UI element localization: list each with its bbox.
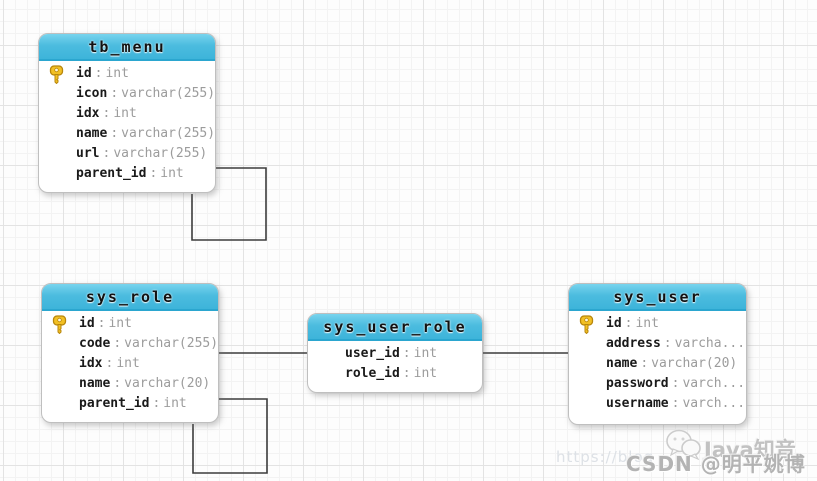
field-sys_user-id[interactable]: id:int bbox=[569, 314, 746, 335]
field-tb_menu-parent_id[interactable]: parent_id:int bbox=[39, 164, 215, 184]
entity-title: sys_user bbox=[613, 287, 702, 306]
field-sys_user-name[interactable]: name:varchar(20) bbox=[569, 354, 746, 374]
field-name: user_id bbox=[345, 346, 400, 361]
field-type: varchar(255) bbox=[121, 86, 216, 101]
field-tb_menu-idx[interactable]: idx:int bbox=[39, 104, 215, 124]
field-sys_user_role-user_id[interactable]: user_id:int bbox=[308, 344, 482, 364]
field-colon: : bbox=[110, 86, 119, 101]
field-name: code bbox=[79, 336, 111, 351]
field-type: int bbox=[413, 346, 438, 361]
field-name: parent_id bbox=[76, 166, 147, 181]
primary-key-icon bbox=[579, 315, 594, 335]
field-type: varchar(255) bbox=[124, 336, 219, 351]
entity-header[interactable]: sys_user bbox=[569, 284, 746, 311]
field-type: int bbox=[163, 396, 187, 411]
field-colon: : bbox=[671, 376, 680, 391]
field-sys_role-code[interactable]: code:varchar(255) bbox=[42, 334, 218, 354]
field-colon: : bbox=[402, 346, 411, 361]
watermark-url: https://blog bbox=[556, 448, 655, 466]
field-type: int bbox=[113, 106, 137, 121]
field-sys_role-name[interactable]: name:varchar(20) bbox=[42, 374, 218, 394]
wechat-icon bbox=[666, 429, 701, 460]
connector-sys_role-self-reference bbox=[192, 398, 268, 474]
field-sys_user-address[interactable]: address:varcha... bbox=[569, 334, 746, 354]
entity-header[interactable]: sys_role bbox=[42, 284, 218, 311]
field-type: varch... bbox=[682, 396, 746, 411]
entity-title: tb_menu bbox=[88, 37, 166, 56]
field-colon: : bbox=[110, 126, 119, 141]
field-colon: : bbox=[152, 396, 161, 411]
field-sys_user-username[interactable]: username:varch... bbox=[569, 394, 746, 414]
entity-header[interactable]: sys_user_role bbox=[308, 314, 482, 341]
field-name: address bbox=[606, 336, 661, 351]
field-type: varch... bbox=[682, 376, 746, 391]
field-type: int bbox=[108, 316, 132, 331]
field-colon: : bbox=[149, 166, 158, 181]
field-sys_role-id[interactable]: id:int bbox=[42, 314, 218, 335]
field-name: username bbox=[606, 396, 669, 411]
field-type: int bbox=[413, 366, 438, 381]
field-tb_menu-name[interactable]: name:varchar(255) bbox=[39, 124, 215, 144]
field-name: role_id bbox=[345, 366, 400, 381]
field-type: varchar(255) bbox=[121, 126, 216, 141]
connector-tb_menu-self-reference bbox=[191, 167, 267, 241]
field-type: int bbox=[116, 356, 140, 371]
field-name: url bbox=[76, 146, 100, 161]
field-name: parent_id bbox=[79, 396, 150, 411]
field-type: int bbox=[105, 66, 129, 81]
field-colon: : bbox=[102, 146, 111, 161]
field-name: idx bbox=[79, 356, 103, 371]
field-colon: : bbox=[113, 336, 122, 351]
field-type: varcha... bbox=[674, 336, 746, 351]
field-sys_role-parent_id[interactable]: parent_id:int bbox=[42, 394, 218, 414]
field-colon: : bbox=[663, 336, 672, 351]
field-name: name bbox=[76, 126, 108, 141]
field-tb_menu-icon[interactable]: icon:varchar(255) bbox=[39, 84, 215, 104]
entity-header[interactable]: tb_menu bbox=[39, 34, 215, 61]
field-type: int bbox=[635, 316, 659, 331]
field-name: name bbox=[606, 356, 638, 371]
field-colon: : bbox=[402, 366, 411, 381]
watermark-brand: Java知音 bbox=[704, 438, 796, 462]
field-colon: : bbox=[105, 356, 114, 371]
entity-title: sys_role bbox=[85, 287, 175, 306]
field-name: name bbox=[79, 376, 111, 391]
field-name: id bbox=[79, 316, 95, 331]
field-type: int bbox=[160, 166, 184, 181]
watermark-csdn: CSDN @明平姚博客 bbox=[626, 452, 806, 476]
field-type: varchar(20) bbox=[124, 376, 211, 391]
field-colon: : bbox=[640, 356, 649, 371]
field-sys_user-password[interactable]: password:varch... bbox=[569, 374, 746, 394]
field-colon: : bbox=[624, 316, 633, 331]
field-colon: : bbox=[97, 316, 106, 331]
entity-title: sys_user_role bbox=[323, 317, 467, 336]
field-sys_user_role-role_id[interactable]: role_id:int bbox=[308, 364, 482, 384]
field-name: id bbox=[76, 66, 92, 81]
field-tb_menu-id[interactable]: id:int bbox=[39, 64, 215, 85]
field-type: varchar(20) bbox=[651, 356, 738, 371]
field-sys_role-idx[interactable]: idx:int bbox=[42, 354, 218, 374]
field-name: password bbox=[606, 376, 669, 391]
field-colon: : bbox=[113, 376, 122, 391]
field-colon: : bbox=[102, 106, 111, 121]
field-colon: : bbox=[671, 396, 680, 411]
primary-key-icon bbox=[49, 65, 64, 85]
field-colon: : bbox=[94, 66, 103, 81]
field-tb_menu-url[interactable]: url:varchar(255) bbox=[39, 144, 215, 164]
field-name: id bbox=[606, 316, 622, 331]
primary-key-icon bbox=[52, 315, 67, 335]
field-name: idx bbox=[76, 106, 100, 121]
field-name: icon bbox=[76, 86, 108, 101]
field-type: varchar(255) bbox=[113, 146, 208, 161]
